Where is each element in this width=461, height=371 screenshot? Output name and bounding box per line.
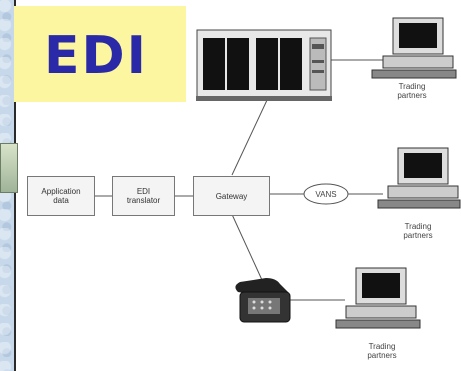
edi-translator-box: EDI translator: [112, 176, 175, 216]
title-box: EDI: [14, 6, 186, 102]
page-title: EDI: [44, 26, 149, 86]
application-data-box: Application data: [27, 176, 95, 216]
computer-icon-middle: [377, 147, 461, 209]
gateway-box: Gateway: [193, 176, 270, 216]
telephone-icon: [235, 278, 291, 323]
computer-icon-top: [371, 17, 457, 79]
vans-label: VANS: [315, 190, 337, 199]
partner-label-top: Trading partners: [397, 82, 427, 100]
partner-label-bottom: Trading partners: [367, 342, 397, 360]
server-icon: [196, 29, 332, 101]
computer-icon-bottom: [335, 267, 421, 329]
line-gateway-phone: [229, 209, 263, 281]
partner-label-middle: Trading partners: [403, 222, 433, 240]
vans-ellipse: [303, 183, 349, 205]
line-gateway-server: [231, 97, 269, 176]
side-thumbnail: [0, 143, 18, 193]
